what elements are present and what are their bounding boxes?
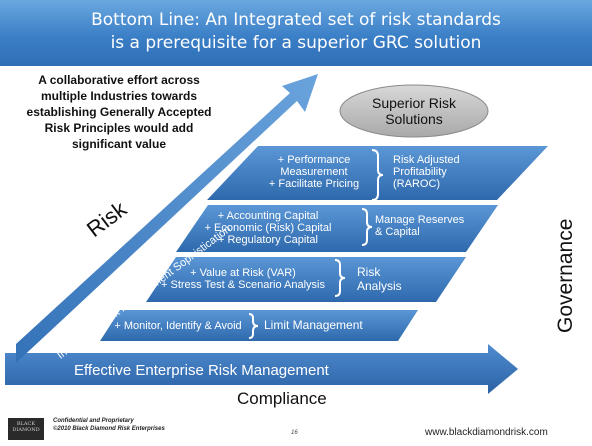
intro-line: multiple Industries towards bbox=[40, 89, 198, 103]
tier-label-line: Risk bbox=[357, 265, 381, 279]
intro-line: Risk Principles would add bbox=[44, 121, 194, 135]
tier-item: + Performance bbox=[277, 154, 351, 166]
tier-item: + Accounting Capital bbox=[217, 210, 319, 222]
erm-banner-label: Effective Enterprise Risk Management bbox=[74, 362, 329, 379]
cloud-label: Superior Risk Solutions bbox=[352, 95, 476, 127]
diagonal-arrow bbox=[16, 74, 318, 363]
compliance-label: Compliance bbox=[237, 389, 327, 408]
confidential-text: Confidential and Proprietary bbox=[53, 418, 134, 424]
tier-1-items: + Performance Measurement + Facilitate P… bbox=[255, 154, 373, 190]
tier-label-line: Risk Adjusted bbox=[393, 154, 460, 166]
tier-label-line: Manage Reserves bbox=[375, 214, 465, 226]
tier-band-2 bbox=[176, 205, 498, 252]
tier-2-items: + Accounting Capital + Economic (Risk) C… bbox=[172, 210, 364, 246]
page-number: 16 bbox=[291, 430, 298, 436]
tier-4-label: Limit Management bbox=[264, 319, 363, 331]
tier-item: + Facilitate Pricing bbox=[268, 178, 360, 190]
footer-confidential: Confidential and Proprietary ©2010 Black… bbox=[53, 417, 165, 433]
tier-1-label: Risk Adjusted Profitability (RAROC) bbox=[393, 154, 460, 190]
brace-2 bbox=[361, 208, 373, 246]
intro-line: significant value bbox=[71, 137, 167, 151]
tier-label-line: & Capital bbox=[375, 226, 420, 238]
brace-1 bbox=[371, 149, 384, 201]
bottom-arrow bbox=[5, 344, 518, 394]
superior-risk-cloud bbox=[339, 84, 489, 138]
tier-4-items: + Monitor, Identify & Avoid bbox=[107, 320, 249, 332]
logo-line: DIAMOND bbox=[12, 427, 40, 433]
brace-4 bbox=[248, 313, 259, 339]
copyright-text: ©2010 Black Diamond Risk Enterprises bbox=[53, 426, 165, 432]
governance-label: Governance bbox=[554, 218, 577, 333]
tier-band-3 bbox=[146, 257, 466, 302]
intro-line: establishing Generally Accepted bbox=[26, 105, 212, 119]
tier-label-line: Profitability bbox=[393, 166, 447, 178]
tier-3-items: + Value at Risk (VAR) + Stress Test & Sc… bbox=[150, 267, 336, 291]
tier-band-4 bbox=[100, 310, 418, 341]
title-bar: Bottom Line: An Integrated set of risk s… bbox=[0, 0, 592, 66]
footer-url[interactable]: www.blackdiamondrisk.com bbox=[425, 427, 548, 438]
intro-text: A collaborative effort across multiple I… bbox=[10, 72, 228, 152]
cloud-label-line: Solutions bbox=[385, 111, 443, 127]
brace-3 bbox=[334, 259, 346, 297]
tier-label-line: Limit Management bbox=[264, 318, 363, 332]
company-logo: BLACK DIAMOND bbox=[8, 418, 44, 440]
tier-item: + Economic (Risk) Capital bbox=[204, 222, 332, 234]
tier-item: + Value at Risk (VAR) bbox=[190, 267, 296, 279]
tier-item: + Monitor, Identify & Avoid bbox=[114, 320, 242, 332]
tier-item: + Stress Test & Scenario Analysis bbox=[161, 279, 325, 291]
tier-label-line: (RAROC) bbox=[393, 178, 441, 190]
intro-line: A collaborative effort across bbox=[38, 73, 200, 87]
title-line-2: is a prerequisite for a superior GRC sol… bbox=[110, 33, 482, 53]
tier-label-line: Analysis bbox=[357, 279, 402, 293]
title-line-1: Bottom Line: An Integrated set of risk s… bbox=[91, 10, 501, 30]
tier-2-label: Manage Reserves & Capital bbox=[375, 214, 464, 238]
tier-band-1 bbox=[207, 146, 548, 200]
logo-line: BLACK bbox=[16, 421, 36, 427]
tier-item: + Regulatory Capital bbox=[218, 234, 318, 246]
tier-item: Measurement bbox=[280, 166, 348, 178]
tier-3-label: Risk Analysis bbox=[357, 265, 402, 293]
cloud-label-line: Superior Risk bbox=[371, 95, 457, 111]
